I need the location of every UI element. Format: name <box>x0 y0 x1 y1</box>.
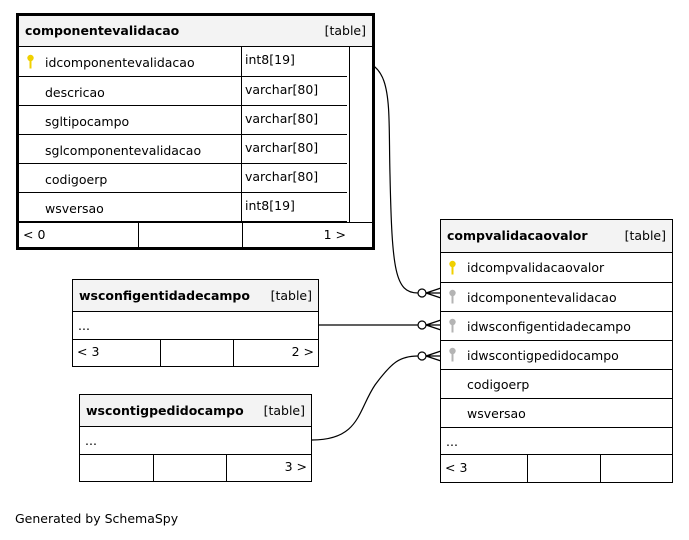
column-name: idwsconfigentidadecampo <box>467 319 631 334</box>
column-name: codigoerp <box>45 172 108 187</box>
column-name: codigoerp <box>467 377 530 392</box>
column-row[interactable]: idcompvalidacaovalor <box>441 253 672 283</box>
crows-foot-marker <box>425 287 442 299</box>
optional-marker <box>417 288 427 298</box>
column-name: wsversao <box>467 406 526 421</box>
primary-key-icon <box>449 260 456 275</box>
rel-componentevalidacao-to-compvalidacaovalor <box>348 59 419 294</box>
column-type: varchar[80] <box>241 106 347 134</box>
column-type: varchar[80] <box>241 77 347 105</box>
column-type: varchar[80] <box>241 164 347 192</box>
foreign-key-icon <box>449 347 456 363</box>
foreign-key-icon <box>449 289 456 305</box>
table-compvalidacaovalor[interactable]: compvalidacaovalor [table] idcompvalidac… <box>440 219 673 483</box>
crows-foot-marker <box>425 350 442 362</box>
column-row[interactable]: sgltipocampo varchar[80] <box>19 106 347 135</box>
column-row[interactable]: codigoerp varchar[80] <box>19 164 347 193</box>
children-count: < 3 <box>77 344 100 359</box>
column-row[interactable]: idcomponentevalidacao <box>441 283 672 312</box>
column-row[interactable]: wsversao <box>441 399 672 428</box>
table-kind: [table] <box>263 403 305 418</box>
column-name: idcompvalidacaovalor <box>467 260 605 275</box>
children-count: < 3 <box>445 460 468 475</box>
children-count <box>80 455 153 481</box>
footer-spacer <box>160 340 233 366</box>
more-columns-row: ... <box>441 428 672 455</box>
primary-key-icon <box>27 54 34 69</box>
column-name: descricao <box>45 85 105 100</box>
parents-count: 3 > <box>226 455 311 481</box>
column-row[interactable]: descricao varchar[80] <box>19 77 347 106</box>
table-header: wscontigpedidocampo [table] <box>80 395 311 427</box>
column-row[interactable]: codigoerp <box>441 370 672 399</box>
parents-count: 2 > <box>233 340 318 366</box>
column-name: sglcomponentevalidacao <box>45 143 202 158</box>
column-name: sgltipocampo <box>45 114 130 129</box>
ellipsis: ... <box>446 434 458 449</box>
table-kind: [table] <box>624 228 666 243</box>
footer-spacer <box>527 455 600 482</box>
optional-marker <box>417 320 427 330</box>
ellipsis: ... <box>85 433 97 448</box>
column-row[interactable]: idwscontigpedidocampo <box>441 341 672 370</box>
table-name: componentevalidacao <box>25 23 180 38</box>
parents-count <box>600 455 672 482</box>
column-type: int8[19] <box>241 47 347 76</box>
scroll-column-divider <box>349 47 350 222</box>
rel-wscontigpedidocampo-to-compvalidacaovalor <box>311 355 419 441</box>
table-header: compvalidacaovalor [table] <box>441 220 672 253</box>
column-type: int8[19] <box>241 193 347 221</box>
table-name: compvalidacaovalor <box>447 228 588 243</box>
table-footer: < 3 2 > <box>73 340 318 366</box>
foreign-key-icon <box>449 318 456 334</box>
footer-spacer <box>153 455 226 481</box>
table-header: wsconfigentidadecampo [table] <box>73 280 318 312</box>
column-name: idwscontigpedidocampo <box>467 348 619 363</box>
column-name: idcomponentevalidacao <box>467 290 617 305</box>
table-kind: [table] <box>270 288 312 303</box>
footer-spacer <box>138 223 242 247</box>
parents-count: 1 > <box>242 223 372 247</box>
table-footer: < 3 <box>441 455 672 482</box>
table-kind: [table] <box>324 23 366 38</box>
table-name: wsconfigentidadecampo <box>79 288 250 303</box>
crows-foot-marker <box>425 319 442 331</box>
column-row[interactable]: idcomponentevalidacao int8[19] <box>19 47 347 77</box>
table-name: wscontigpedidocampo <box>86 403 244 418</box>
table-footer: 3 > <box>80 455 311 481</box>
generator-credit: Generated by SchemaSpy <box>15 511 179 526</box>
table-wsconfigentidadecampo[interactable]: wsconfigentidadecampo [table] ... < 3 2 … <box>72 279 319 367</box>
more-columns-row: ... <box>80 427 311 455</box>
children-count: < 0 <box>23 227 46 242</box>
ellipsis: ... <box>78 318 90 333</box>
table-componentevalidacao[interactable]: componentevalidacao [table] idcomponente… <box>16 13 375 250</box>
column-row[interactable]: sglcomponentevalidacao varchar[80] <box>19 135 347 164</box>
table-footer: < 0 1 > <box>19 222 372 247</box>
table-header: componentevalidacao [table] <box>19 16 372 47</box>
table-wscontigpedidocampo[interactable]: wscontigpedidocampo [table] ... 3 > <box>79 394 312 482</box>
column-type: varchar[80] <box>241 135 347 163</box>
column-row[interactable]: idwsconfigentidadecampo <box>441 312 672 341</box>
column-name: idcomponentevalidacao <box>45 55 195 70</box>
optional-marker <box>417 351 427 361</box>
more-columns-row: ... <box>73 312 318 340</box>
column-name: wsversao <box>45 201 104 216</box>
column-row[interactable]: wsversao int8[19] <box>19 193 347 222</box>
